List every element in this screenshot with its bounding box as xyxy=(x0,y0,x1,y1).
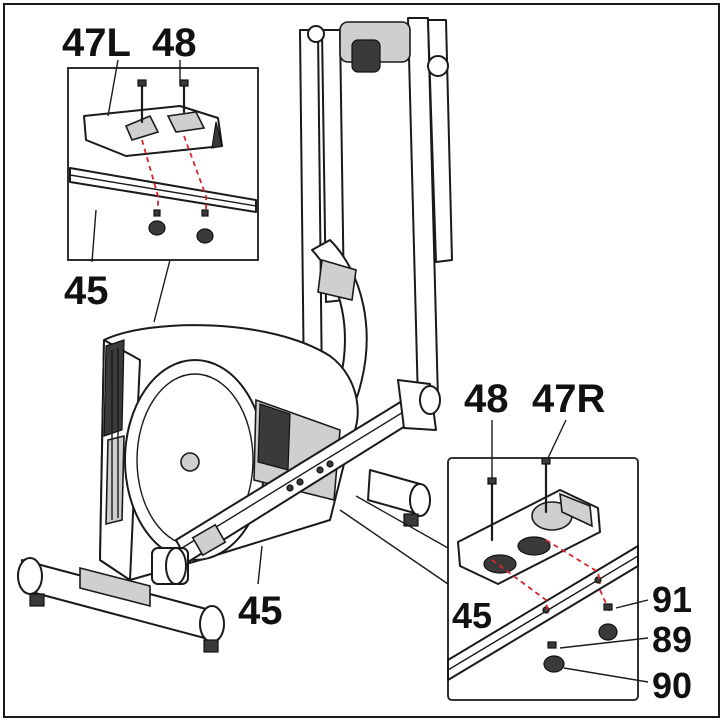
label-45-top: 45 xyxy=(64,269,109,313)
label-45-bottom-inset: 45 xyxy=(452,595,492,636)
handle-posts xyxy=(299,17,453,403)
inset-top: 47L 48 45 xyxy=(62,21,259,323)
bolts-48-bottom xyxy=(487,457,551,542)
bolts-48 xyxy=(137,79,189,124)
flywheel-hub xyxy=(180,452,200,472)
label-48-top: 48 xyxy=(152,21,197,65)
label-91: 91 xyxy=(652,579,692,620)
elliptical-trainer xyxy=(17,17,453,653)
label-90: 90 xyxy=(652,665,692,706)
figure-frame xyxy=(3,3,720,718)
label-48-bottom: 48 xyxy=(464,377,509,421)
hardware-91-89-90 xyxy=(543,603,618,673)
vent-slats xyxy=(103,339,125,526)
front-stabilizer xyxy=(17,557,225,653)
label-47L: 47L xyxy=(62,21,131,65)
label-45-main: 45 xyxy=(238,589,283,633)
main-rail-45 xyxy=(151,379,441,585)
label-47R: 47R xyxy=(532,377,605,421)
rear-stabilizer xyxy=(367,469,431,527)
inset-top-nuts xyxy=(148,209,214,244)
leader-main-to-inset xyxy=(339,509,449,585)
inset-bottom: 48 47R 45 91 89 90 xyxy=(447,377,692,706)
flywheel-housing xyxy=(99,324,359,581)
pedal-47L xyxy=(83,105,223,157)
label-89: 89 xyxy=(652,619,692,660)
